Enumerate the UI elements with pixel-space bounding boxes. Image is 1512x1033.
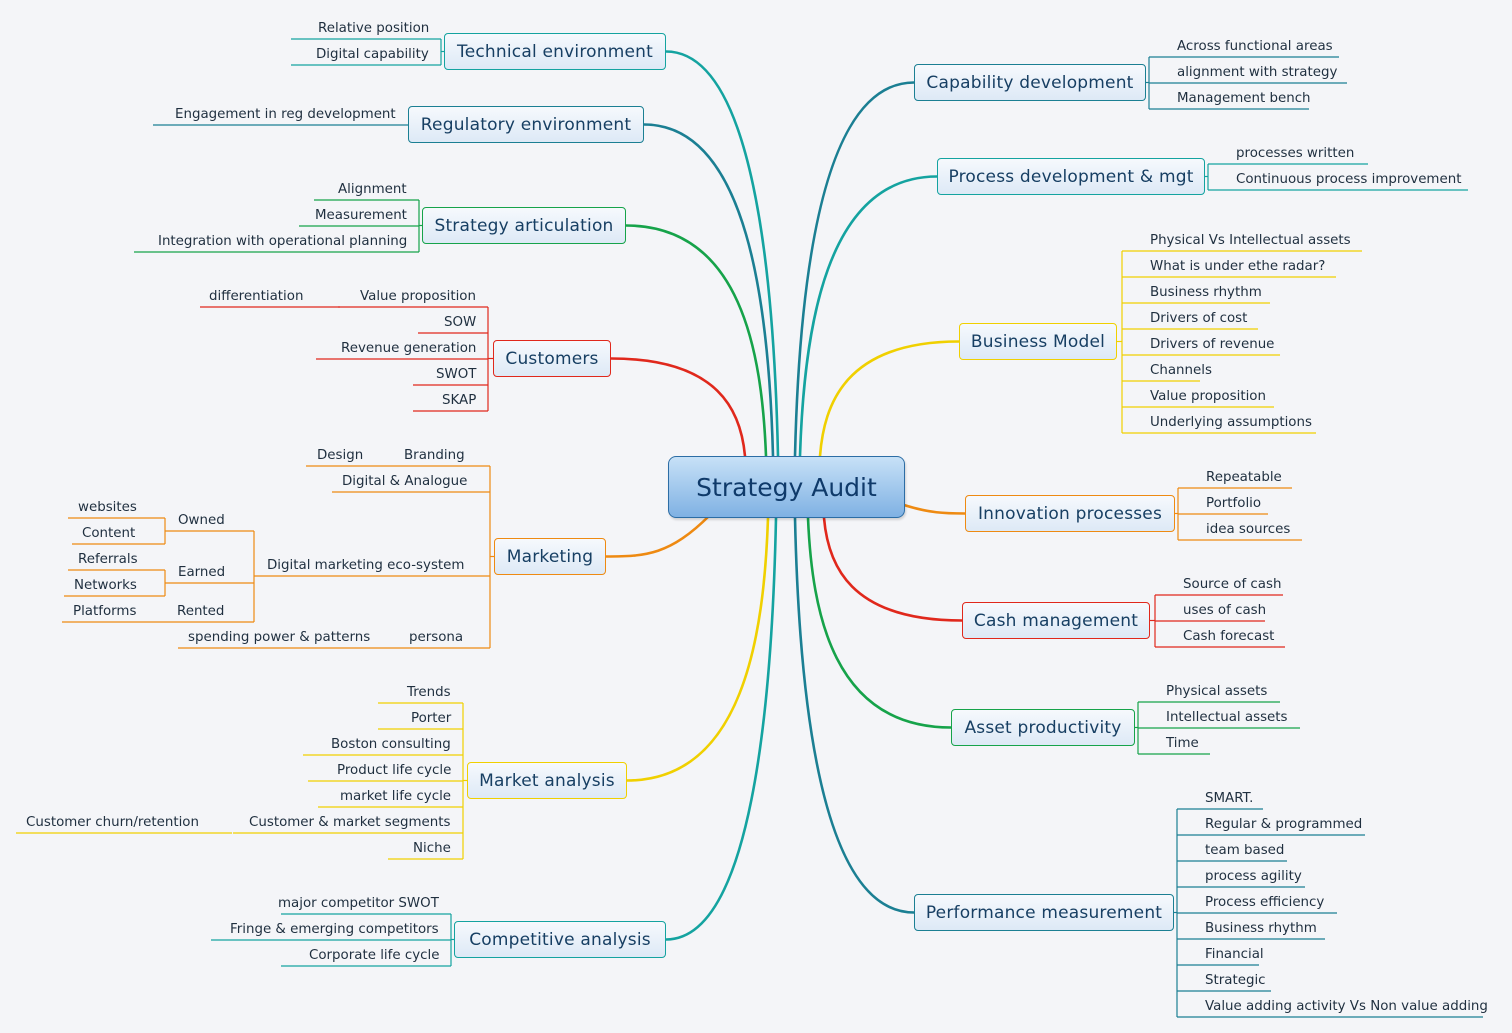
leaf-sow[interactable]: SOW xyxy=(444,315,477,330)
leaf-swot[interactable]: SWOT xyxy=(436,367,477,382)
leaf-digital-capability[interactable]: Digital capability xyxy=(316,47,429,62)
leaf-spending-power-patterns[interactable]: spending power & patterns xyxy=(188,630,371,645)
leaf-fringe-emerging-competitors[interactable]: Fringe & emerging competitors xyxy=(230,922,439,937)
leaf-drivers-of-cost[interactable]: Drivers of cost xyxy=(1150,311,1248,326)
leaf-rented[interactable]: Rented xyxy=(177,604,225,619)
leaf-trends[interactable]: Trends xyxy=(407,685,451,700)
branch-process-development-mgt[interactable]: Process development & mgt xyxy=(937,158,1205,195)
leaf-measurement[interactable]: Measurement xyxy=(315,208,407,223)
leaf-process-efficiency[interactable]: Process efficiency xyxy=(1205,895,1325,910)
branch-cash-management[interactable]: Cash management xyxy=(962,602,1150,639)
leaf-relative-position[interactable]: Relative position xyxy=(318,21,430,36)
branch-curve xyxy=(625,516,770,782)
leaf-channels[interactable]: Channels xyxy=(1150,363,1212,378)
leaf-value-proposition[interactable]: Value proposition xyxy=(360,289,476,304)
leaf-networks[interactable]: Networks xyxy=(74,578,137,593)
branch-curve xyxy=(818,340,961,458)
leaf-platforms[interactable]: Platforms xyxy=(73,604,137,619)
leaf-market-life-cycle[interactable]: market life cycle xyxy=(340,789,452,804)
branch-strategy-articulation[interactable]: Strategy articulation xyxy=(422,207,626,244)
leaf-business-rhythm[interactable]: Business rhythm xyxy=(1205,921,1317,936)
branch-curve xyxy=(664,516,778,941)
branch-asset-productivity[interactable]: Asset productivity xyxy=(951,709,1135,746)
leaf-physical-vs-intellectual-assets[interactable]: Physical Vs Intellectual assets xyxy=(1150,233,1351,248)
branch-business-model[interactable]: Business Model xyxy=(959,323,1117,360)
branch-innovation-processes[interactable]: Innovation processes xyxy=(965,495,1175,532)
branch-marketing[interactable]: Marketing xyxy=(494,538,606,575)
branch-performance-measurement[interactable]: Performance measurement xyxy=(914,894,1174,931)
leaf-digital-analogue[interactable]: Digital & Analogue xyxy=(342,474,468,489)
leaf-idea-sources[interactable]: idea sources xyxy=(1206,522,1291,537)
leaf-repeatable[interactable]: Repeatable xyxy=(1206,470,1282,485)
leaf-smart[interactable]: SMART. xyxy=(1205,791,1254,806)
leaf-team-based[interactable]: team based xyxy=(1205,843,1285,858)
leaf-customer-market-segments[interactable]: Customer & market segments xyxy=(249,815,451,830)
leaf-what-is-under-ethe-radar[interactable]: What is under ethe radar? xyxy=(1150,259,1326,274)
leaf-management-bench[interactable]: Management bench xyxy=(1177,91,1311,106)
leaf-product-life-cycle[interactable]: Product life cycle xyxy=(337,763,452,778)
leaf-major-competitor-swot[interactable]: major competitor SWOT xyxy=(278,896,439,911)
leaf-strategic[interactable]: Strategic xyxy=(1205,973,1266,988)
leaf-continuous-process-improvement[interactable]: Continuous process improvement xyxy=(1236,172,1462,187)
leaf-integration-with-operational-planning[interactable]: Integration with operational planning xyxy=(158,234,408,249)
branch-capability-development[interactable]: Capability development xyxy=(914,64,1146,101)
leaf-content[interactable]: Content xyxy=(82,526,136,541)
leaf-owned[interactable]: Owned xyxy=(178,513,225,528)
central-topic[interactable]: Strategy Audit xyxy=(668,456,905,518)
leaf-alignment-with-strategy[interactable]: alignment with strategy xyxy=(1177,65,1338,80)
leaf-revenue-generation[interactable]: Revenue generation xyxy=(341,341,477,356)
branch-regulatory-environment[interactable]: Regulatory environment xyxy=(408,106,644,143)
leaf-skap[interactable]: SKAP xyxy=(442,393,477,408)
branch-curve xyxy=(664,50,780,458)
leaf-physical-assets[interactable]: Physical assets xyxy=(1166,684,1268,699)
branch-technical-environment[interactable]: Technical environment xyxy=(444,33,666,70)
leaf-business-rhythm[interactable]: Business rhythm xyxy=(1150,285,1262,300)
branch-curve xyxy=(793,516,916,914)
leaf-value-adding-activity-vs-non-value-adding[interactable]: Value adding activity Vs Non value addin… xyxy=(1205,999,1488,1014)
branch-curve xyxy=(604,513,712,558)
leaf-referrals[interactable]: Referrals xyxy=(78,552,138,567)
leaf-persona[interactable]: persona xyxy=(409,630,464,645)
leaf-processes-written[interactable]: processes written xyxy=(1236,146,1355,161)
leaf-design[interactable]: Design xyxy=(317,448,364,463)
leaf-source-of-cash[interactable]: Source of cash xyxy=(1183,577,1282,592)
branch-market-analysis[interactable]: Market analysis xyxy=(467,762,627,799)
leaf-earned[interactable]: Earned xyxy=(178,565,226,580)
leaf-portfolio[interactable]: Portfolio xyxy=(1206,496,1262,511)
leaf-branding[interactable]: Branding xyxy=(404,448,465,463)
leaf-process-agility[interactable]: process agility xyxy=(1205,869,1302,884)
leaf-niche[interactable]: Niche xyxy=(413,841,451,856)
branch-curve xyxy=(609,357,747,458)
leaf-engagement-in-reg-development[interactable]: Engagement in reg development xyxy=(175,107,396,122)
leaf-porter[interactable]: Porter xyxy=(411,711,452,726)
leaf-boston-consulting[interactable]: Boston consulting xyxy=(331,737,451,752)
branch-curve xyxy=(798,175,939,458)
branch-curve xyxy=(793,81,916,458)
leaf-underlying-assumptions[interactable]: Underlying assumptions xyxy=(1150,415,1312,430)
leaf-intellectual-assets[interactable]: Intellectual assets xyxy=(1166,710,1288,725)
leaf-value-proposition[interactable]: Value proposition xyxy=(1150,389,1266,404)
leaf-digital-marketing-eco-system[interactable]: Digital marketing eco-system xyxy=(267,558,465,573)
leaf-cash-forecast[interactable]: Cash forecast xyxy=(1183,629,1275,644)
branch-curve xyxy=(902,503,967,515)
leaf-corporate-life-cycle[interactable]: Corporate life cycle xyxy=(309,948,440,963)
leaf-regular-programmed[interactable]: Regular & programmed xyxy=(1205,817,1363,832)
branch-curve xyxy=(806,516,953,729)
branch-curve xyxy=(642,123,775,458)
leaf-customer-churn-retention[interactable]: Customer churn/retention xyxy=(26,815,199,830)
branch-curve xyxy=(624,224,768,458)
leaf-websites[interactable]: websites xyxy=(78,500,137,515)
leaf-alignment[interactable]: Alignment xyxy=(338,182,407,197)
leaf-time[interactable]: Time xyxy=(1166,736,1199,751)
leaf-drivers-of-revenue[interactable]: Drivers of revenue xyxy=(1150,337,1275,352)
leaf-differentiation[interactable]: differentiation xyxy=(209,289,304,304)
branch-curve xyxy=(822,516,964,622)
branch-customers[interactable]: Customers xyxy=(493,340,611,377)
branch-competitive-analysis[interactable]: Competitive analysis xyxy=(454,921,666,958)
leaf-financial[interactable]: Financial xyxy=(1205,947,1264,962)
leaf-across-functional-areas[interactable]: Across functional areas xyxy=(1177,39,1333,54)
leaf-uses-of-cash[interactable]: uses of cash xyxy=(1183,603,1267,618)
